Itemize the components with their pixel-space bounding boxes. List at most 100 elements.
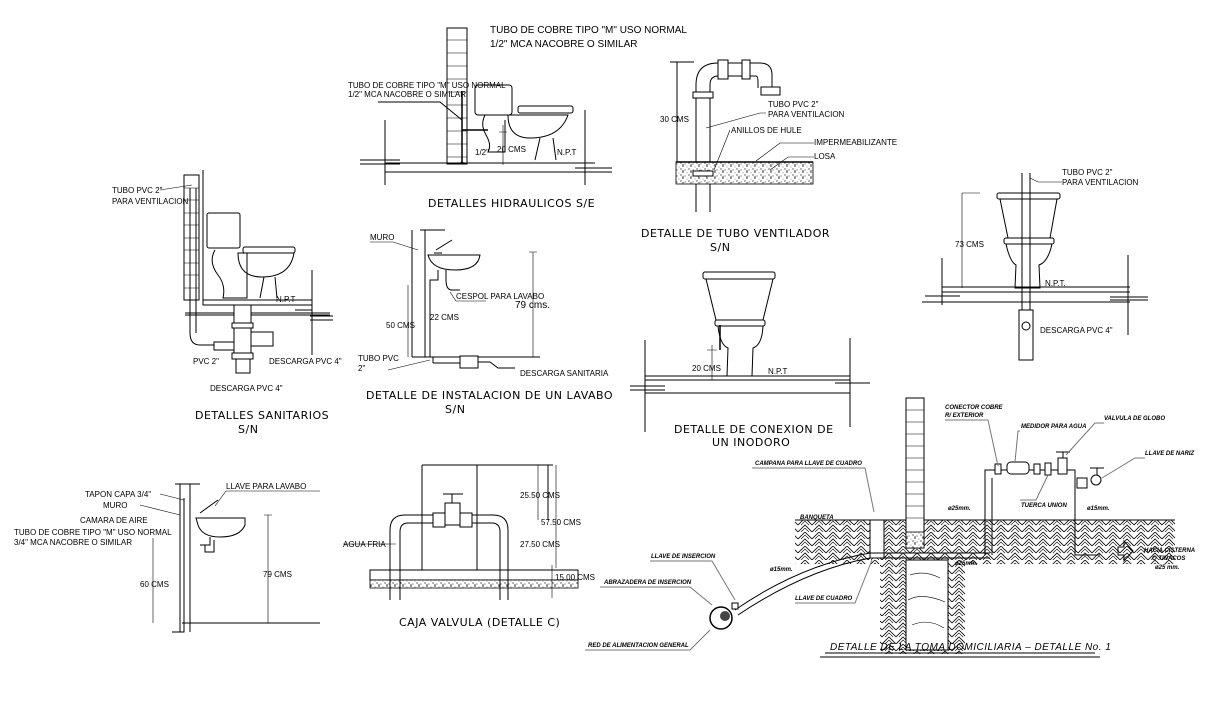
detail-caja-valvula: 25.50 CMS 57.50 CMS 27.50 CMS 15.00 CMS …: [343, 464, 595, 629]
toilet-side-view: [474, 84, 574, 161]
detail-tubo-ventilador: 30 CMS TUBO PVC 2" PARA VENTILACION ANIL…: [641, 59, 897, 254]
ventilador-pipe-label-line1: TUBO PVC 2": [768, 100, 819, 109]
hose-bibb: [1090, 474, 1102, 486]
inodoro-npt: N.P.T: [768, 367, 788, 376]
sink-lavabo: [427, 239, 481, 358]
lavabo-title-line2: S/N: [445, 403, 465, 416]
sanitarios-descarga-right: DESCARGA PVC 4": [269, 357, 342, 366]
vent-pipe: [692, 59, 781, 212]
drain-fittings: [213, 304, 274, 374]
ventilador-impermeabilizante: IMPERMEABILIZANTE: [814, 138, 897, 147]
toma-medidor: MEDIDOR PARA AGUA: [1021, 424, 1086, 430]
toma-red: RED DE ALIMENTACION GENERAL: [588, 643, 689, 649]
caja-dim-1500: 15.00 CMS: [555, 573, 595, 582]
sanitarios-npt: N.P.T: [276, 295, 296, 304]
lavabo-muro-tubo-line1: TUBO DE COBRE TIPO "M" USO NORMAL: [14, 528, 172, 537]
ventilador-losa: LOSA: [814, 152, 836, 161]
sanitarios-vent-label-line1: TUBO PVC 2": [112, 186, 163, 195]
frontal-vent-label-line2: PARA VENTILACION: [1062, 178, 1139, 187]
sanitarios-title-line2: S/N: [238, 423, 258, 436]
hidraulicos-inner-note-line1: TUBO DE COBRE TIPO "M" USO NORMAL: [348, 81, 506, 90]
lavabo-muro-tubo-line2: 3/4" MCA NACOBRE O SIMILAR: [14, 538, 132, 547]
detail-sanitarios: TUBO PVC 2" PARA VENTILACION N.P.T PVC 2…: [112, 170, 342, 436]
lavabo-muro-llave: LLAVE PARA LAVABO: [226, 482, 306, 491]
toma-banqueta: BANQUETA: [800, 515, 834, 521]
inodoro-title-line2: UN INODORO: [712, 436, 790, 449]
inodoro-title-line1: DETALLE DE CONEXION DE: [674, 423, 834, 436]
frontal-descarga: DESCARGA PVC 4": [1040, 326, 1113, 335]
caja-agua-fria: AGUA FRIA: [343, 540, 386, 549]
lavabo-dim-79: 79 cms.: [515, 300, 550, 311]
detail-toma-domiciliaria: LLAVE DE INSERCION ABRAZADERA DE INSERCI…: [585, 397, 1195, 658]
lavabo-muro-muro: MURO: [103, 501, 127, 510]
wall-sink: [195, 499, 246, 553]
brick-column: [905, 397, 949, 651]
toma-llave-nariz: LLAVE DE NARIZ: [1145, 451, 1195, 457]
lavabo-muro-dim-60: 60 CMS: [140, 580, 169, 589]
caja-title: CAJA VALVULA (DETALLE C): [399, 616, 560, 629]
ventilador-pipe-label-line2: PARA VENTILACION: [768, 110, 845, 119]
toma-dim-15a: ø15mm.: [1087, 506, 1110, 512]
lavabo-muro-tapon: TAPON CAPA 3/4": [85, 490, 151, 499]
toma-dim-25b: ø25mm.: [955, 561, 978, 567]
hidraulicos-inner-note-line2: 1/2" MCA NACOBRE O SIMILAR: [348, 90, 466, 99]
lavabo-muro-camara: CAMARA DE AIRE: [80, 516, 148, 525]
toma-valvula: VALVULA DE GLOBO: [1104, 416, 1165, 422]
toma-hacia-line1: HACIA CISTERNA: [1144, 548, 1195, 554]
hidraulicos-top-note-line2: 1/2" MCA NACOBRE O SIMILAR: [490, 39, 637, 50]
lavabo-muro-dim-79: 79 CMS: [263, 570, 292, 579]
lavabo-descarga: DESCARGA SANITARIA: [520, 369, 609, 378]
ventilador-title-line1: DETALLE DE TUBO VENTILADOR: [641, 227, 830, 240]
lavabo-muro: MURO: [370, 233, 394, 242]
toma-llave-cuadro: LLAVE DE CUADRO: [795, 596, 853, 602]
hidraulicos-pipe-dim: 1/2": [475, 148, 489, 157]
ventilador-title-line2: S/N: [710, 241, 730, 254]
toilet-front-view: [702, 271, 776, 377]
toma-hacia-line3: ø25 mm.: [1155, 565, 1180, 571]
lavabo-cespol: CESPOL PARA LAVABO: [456, 292, 544, 301]
globe-valve: [1057, 457, 1068, 475]
toma-hacia-line2: O TINACOS: [1152, 556, 1185, 562]
toma-dim-25a: ø25mm.: [948, 506, 971, 512]
brick-wall-sanitarios: [183, 174, 200, 301]
sanitarios-title-line1: DETALLES SANITARIOS: [195, 409, 329, 422]
ventilador-height-dim: 30 CMS: [660, 115, 689, 124]
caja-dim-2750: 27.50 CMS: [520, 540, 560, 549]
toilet-front-right: [996, 192, 1061, 289]
lavabo-dim-22: 22 CMS: [430, 313, 459, 322]
frontal-vent-label-line1: TUBO PVC 2": [1062, 168, 1113, 177]
brick-wall: [446, 27, 468, 165]
hidraulicos-height-dim: 20 CMS: [497, 145, 526, 154]
sanitarios-descarga-bottom: DESCARGA PVC 4": [210, 384, 283, 393]
lavabo-dim-50: 50 CMS: [386, 321, 415, 330]
detail-inodoro-frontal: 73 CMS TUBO PVC 2" PARA VENTILACION N.P.…: [922, 168, 1148, 361]
hidraulicos-npt: N.P.T: [557, 148, 577, 157]
caja-dim-5750: 57.50 CMS: [541, 518, 581, 527]
sanitarios-pvc2: PVC 2": [193, 357, 219, 366]
toma-tuerca: TUERCA UNION: [1021, 503, 1067, 509]
detail-lavabo-muro: LLAVE PARA LAVABO TAPON CAPA 3/4" MURO C…: [14, 482, 320, 633]
frontal-dim-73: 73 CMS: [955, 240, 984, 249]
lavabo-title-line1: DETALLE DE INSTALACION DE UN LAVABO: [366, 389, 613, 402]
sanitarios-vent-label-line2: PARA VENTILACION: [112, 197, 189, 206]
toma-abrazadera: ABRAZADERA DE INSERCION: [603, 580, 692, 586]
toilet-side-sanitarios: [206, 212, 296, 299]
toma-conector-line2: R/ EXTERIOR: [945, 413, 984, 419]
hidraulicos-top-note-line1: TUBO DE COBRE TIPO "M" USO NORMAL: [490, 25, 687, 36]
toma-campana: CAMPANA PARA LLAVE DE CUADRO: [755, 461, 862, 467]
caja-dim-2550: 25.50 CMS: [520, 491, 560, 500]
lavabo-tubo-label-line1: TUBO PVC: [358, 354, 399, 363]
toma-title: DETALLE DE LA TOMA DOMICILIARIA – DETALL…: [830, 642, 1111, 653]
ventilador-anillos: ANILLOS DE HULE: [731, 126, 802, 135]
inodoro-dim-20: 20 CMS: [692, 364, 721, 373]
valve-assembly: [389, 493, 509, 600]
toma-dim-15b: ø15mm.: [770, 567, 793, 573]
detail-instalacion-lavabo: MURO CESPOL PARA LAVABO 79 cms. 22 CMS 5…: [358, 229, 613, 416]
detail-conexion-inodoro: 20 CMS N.P.T DETALLE DE CONEXION DE UN I…: [630, 271, 870, 449]
detail-hidraulicos: TUBO DE COBRE TIPO "M" USO NORMAL 1/2" M…: [348, 25, 687, 210]
frontal-npt: N.P.T.: [1045, 279, 1066, 288]
water-meter: [1006, 461, 1030, 475]
lavabo-tubo-label-line2: 2": [358, 364, 365, 373]
toma-llave-insercion: LLAVE DE INSERCION: [651, 554, 716, 560]
